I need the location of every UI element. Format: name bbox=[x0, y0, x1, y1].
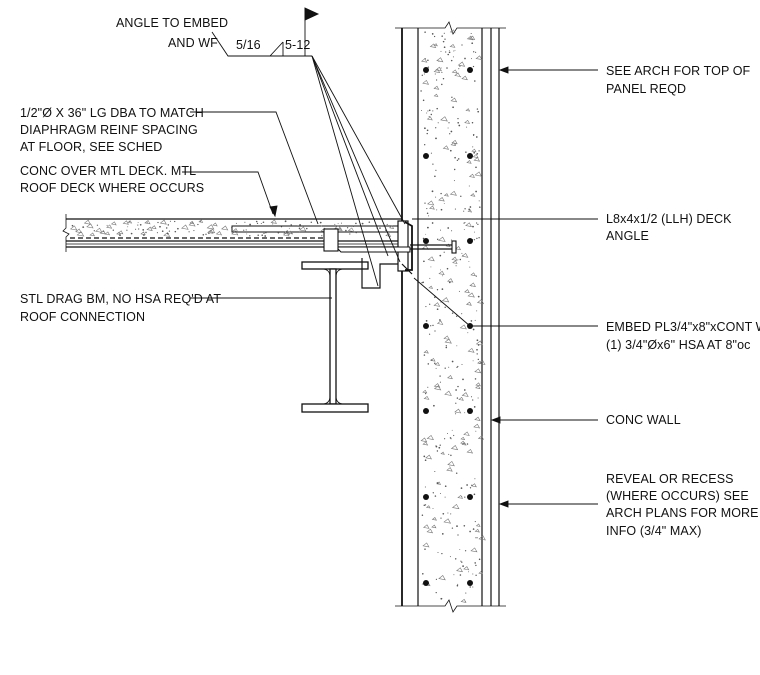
callout-angle-to-embed: ANGLE TO EMBED AND WF bbox=[116, 16, 228, 50]
rebar-dots bbox=[423, 67, 473, 586]
callout-line: PANEL REQD bbox=[606, 82, 686, 96]
leader-lines bbox=[182, 7, 598, 508]
callout-line: DIAPHRAGM REINF SPACING bbox=[20, 123, 198, 137]
callout-line: REVEAL OR RECESS bbox=[606, 472, 734, 486]
steel-drag-beam bbox=[301, 228, 398, 413]
callout-line: 1/2"Ø X 36" LG DBA TO MATCH bbox=[20, 106, 204, 120]
weld-size-left: 5/16 bbox=[236, 38, 261, 52]
callout-line: ANGLE TO EMBED bbox=[116, 16, 228, 30]
callout-line: (WHERE OCCURS) SEE bbox=[606, 489, 749, 503]
callout-line: (1) 3/4"Øx6" HSA AT 8"oc bbox=[606, 338, 750, 352]
callout-line: AND WF bbox=[168, 36, 218, 50]
roof-slab bbox=[62, 214, 402, 252]
deck-angle-and-embed bbox=[334, 220, 457, 275]
callout-conc-wall: CONC WALL bbox=[606, 413, 681, 427]
callout-conc-over-deck: CONC OVER MTL DECK. MTL ROOF DECK WHERE … bbox=[20, 164, 204, 195]
callout-line: L8x4x1/2 (LLH) DECK bbox=[606, 212, 732, 226]
callout-line: AT FLOOR, SEE SCHED bbox=[20, 140, 162, 154]
weld-size-right: 5-12 bbox=[285, 38, 310, 52]
concrete-wall bbox=[395, 21, 506, 613]
slab-stipple bbox=[69, 219, 395, 237]
callout-embed-plate: EMBED PL3/4"x8"xCONT W/ (1) 3/4"Øx6" HSA… bbox=[606, 320, 760, 352]
callout-line: ROOF CONNECTION bbox=[20, 310, 145, 324]
callout-line: ARCH PLANS FOR MORE bbox=[606, 506, 759, 520]
callout-drag-beam: STL DRAG BM, NO HSA REQ'D AT ROOF CONNEC… bbox=[20, 292, 221, 324]
callout-see-arch: SEE ARCH FOR TOP OF PANEL REQD bbox=[606, 64, 751, 96]
callout-line: ROOF DECK WHERE OCCURS bbox=[20, 181, 204, 195]
callout-line: CONC OVER MTL DECK. MTL bbox=[20, 164, 196, 178]
concrete-stipple bbox=[420, 29, 486, 603]
callout-line: CONC WALL bbox=[606, 413, 681, 427]
callout-line: EMBED PL3/4"x8"xCONT W/ bbox=[606, 320, 760, 334]
callout-deck-angle: L8x4x1/2 (LLH) DECK ANGLE bbox=[606, 212, 732, 243]
callout-dba: 1/2"Ø X 36" LG DBA TO MATCH DIAPHRAGM RE… bbox=[20, 106, 204, 154]
callout-line: STL DRAG BM, NO HSA REQ'D AT bbox=[20, 292, 221, 306]
callout-line: ANGLE bbox=[606, 229, 649, 243]
callout-line: SEE ARCH FOR TOP OF bbox=[606, 64, 751, 78]
callout-line: INFO (3/4" MAX) bbox=[606, 524, 702, 538]
callout-reveal: REVEAL OR RECESS (WHERE OCCURS) SEE ARCH… bbox=[606, 472, 759, 538]
